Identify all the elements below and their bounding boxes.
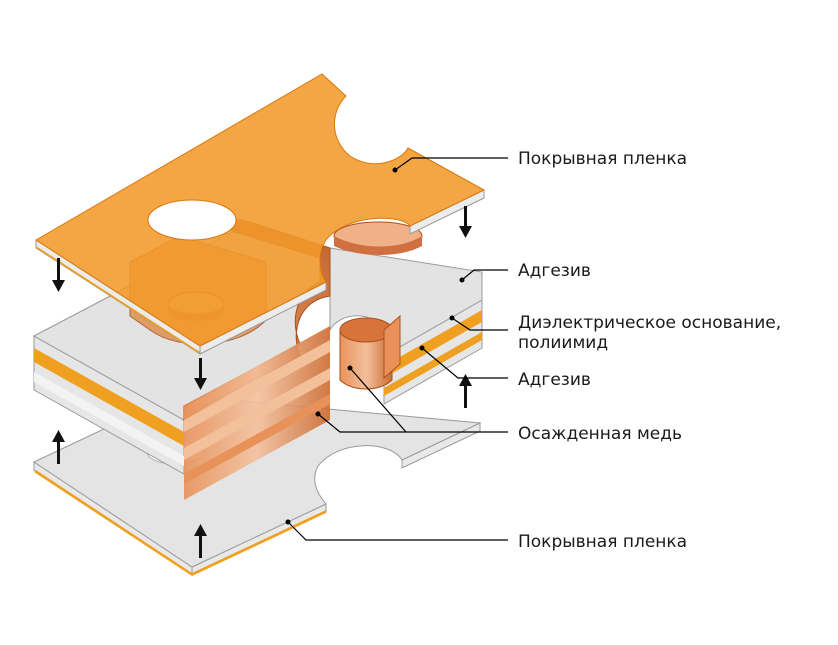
arrow-down-icon bbox=[194, 358, 207, 390]
label-bottom-adhesive: Адгезив bbox=[518, 370, 591, 390]
label-plated-copper: Осажденная медь bbox=[518, 424, 683, 444]
arrow-up-icon bbox=[194, 524, 207, 558]
label-bottom-coverlay: Покрывная пленка bbox=[518, 532, 688, 552]
label-top-adhesive: Адгезив bbox=[518, 261, 591, 281]
top-coverlay-layer bbox=[35, 73, 486, 355]
label-dielectric-line1: Диэлектрическое основание, bbox=[518, 313, 782, 333]
arrow-up-icon bbox=[52, 430, 65, 464]
arrow-up-icon bbox=[459, 374, 472, 408]
leader-lines bbox=[287, 157, 508, 541]
label-dielectric-line2: полиимид bbox=[518, 333, 609, 353]
arrow-down-icon bbox=[459, 206, 472, 238]
leader-dots bbox=[285, 167, 465, 525]
label-top-coverlay: Покрывная пленка bbox=[518, 149, 688, 169]
arrow-down-icon bbox=[52, 258, 65, 292]
